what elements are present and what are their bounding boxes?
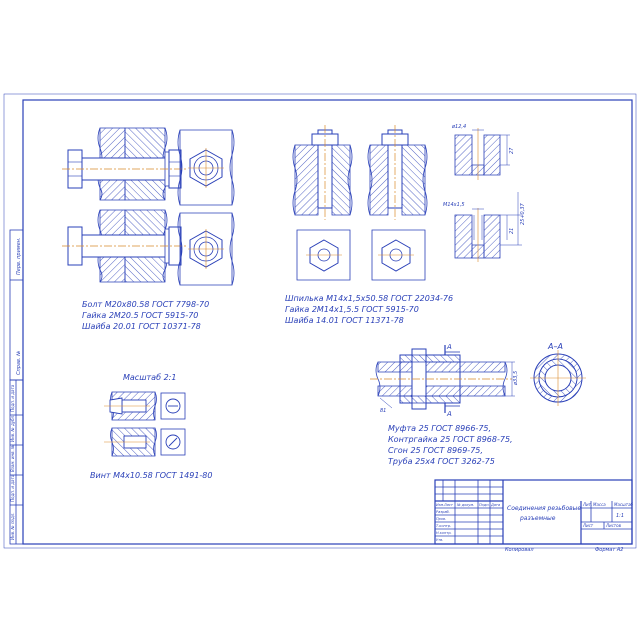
coupling-view: А А ø33,5 81 bbox=[370, 343, 519, 418]
section-mark-bottom: А bbox=[446, 410, 452, 418]
scale-value: 1:1 bbox=[616, 513, 624, 519]
coupling-caption-line-2: Контргайка 25 ГОСТ 8968-75, bbox=[388, 435, 513, 444]
stamp-first-use: Перв. примен. bbox=[16, 237, 22, 275]
coupling-caption: Муфта 25 ГОСТ 8966-75, Контргайка 25 ГОС… bbox=[388, 424, 513, 466]
stamp-inv-dup: Инв. № дубл. bbox=[10, 415, 15, 442]
coupling-caption-line-3: Сгон 25 ГОСТ 8969-75, bbox=[388, 446, 483, 455]
section-a-a: А–А bbox=[530, 342, 586, 406]
drawing-title: Соединения резьбовые bbox=[507, 505, 581, 512]
hole-detail-top: ø12,4 27 bbox=[451, 124, 515, 180]
row-tech-control: Т.контр. bbox=[436, 524, 451, 528]
dim-depth-1: 27 bbox=[509, 147, 515, 154]
stamp-inv-orig: Инв. № подл. bbox=[10, 512, 15, 540]
row-sign: Подп. bbox=[479, 503, 490, 507]
coupling-caption-line-4: Труба 25х4 ГОСТ 3262-75 bbox=[388, 457, 495, 466]
col-lit: Лит. bbox=[582, 502, 592, 507]
row-list: Лист bbox=[443, 503, 454, 507]
sheet-label: Лист bbox=[582, 523, 594, 528]
format-label: Формат А2 bbox=[595, 547, 623, 553]
dim-drill-dia: ø12,4 bbox=[451, 124, 466, 130]
dim-depth-3: 21 bbox=[509, 228, 515, 234]
drawing-subtitle: разъемные bbox=[519, 515, 556, 522]
stamp-sign-date-1: Подп. и дата bbox=[10, 384, 15, 412]
bolt-caption-line-1: Болт М20х80.58 ГОСТ 7798-70 bbox=[82, 300, 209, 309]
stamp-ref-no: Справ. № bbox=[16, 351, 22, 375]
col-scale: Масштаб bbox=[614, 502, 634, 507]
stud-top-views bbox=[296, 229, 426, 281]
side-stamp bbox=[9, 229, 24, 545]
bolt-front-view-top bbox=[62, 127, 188, 201]
coupling-caption-line-1: Муфта 25 ГОСТ 8966-75, bbox=[388, 424, 491, 433]
row-approved: Утв. bbox=[436, 538, 443, 542]
row-doc: № докум. bbox=[456, 503, 474, 507]
row-izm: Изм. bbox=[436, 503, 444, 507]
stud-section-right bbox=[367, 125, 428, 220]
bolt-caption: Болт М20х80.58 ГОСТ 7798-70 Гайка 2М20.5… bbox=[82, 300, 209, 331]
dim-pipe-dia: ø33,5 bbox=[513, 371, 519, 386]
stud-section-left bbox=[292, 125, 353, 220]
bolt-front-view-bottom bbox=[62, 209, 188, 283]
sheets-label: Листов bbox=[605, 523, 622, 528]
row-developed: Разраб. bbox=[436, 510, 450, 514]
screw-caption: Винт М4х10.58 ГОСТ 1491-80 bbox=[90, 471, 213, 480]
screw-caption-line: Винт М4х10.58 ГОСТ 1491-80 bbox=[90, 471, 213, 480]
row-date: Дата bbox=[490, 503, 500, 507]
stud-caption-line-1: Шпилька М14х1,5х50.58 ГОСТ 22034-76 bbox=[285, 294, 453, 303]
dim-pipe: 81 bbox=[380, 408, 386, 414]
scale-label: Масштаб 2:1 bbox=[123, 373, 176, 382]
section-title: А–А bbox=[547, 342, 563, 351]
title-block bbox=[434, 479, 633, 545]
screw-scale-label: Масштаб 2:1 bbox=[123, 373, 176, 382]
bolt-caption-line-3: Шайба 20.01 ГОСТ 10371-78 bbox=[82, 322, 201, 331]
screw-view-bottom bbox=[104, 427, 186, 457]
title-block-text: Соединения резьбовые разъемные Лит. Масс… bbox=[436, 502, 634, 553]
stud-caption-line-3: Шайба 14.01 ГОСТ 11371-78 bbox=[285, 316, 404, 325]
bolt-side-view-top bbox=[177, 129, 235, 206]
dim-depth-2: 25+0,37 bbox=[520, 202, 526, 225]
hole-detail-bottom: М14х1,5 25+0,37 21 bbox=[443, 192, 526, 262]
copied-label: Копировал bbox=[505, 547, 534, 553]
row-checked: Пров. bbox=[436, 517, 446, 521]
section-mark-top: А bbox=[446, 343, 452, 351]
screw-view-top bbox=[104, 391, 186, 421]
bolt-caption-line-2: Гайка 2М20.5 ГОСТ 5915-70 bbox=[82, 311, 198, 320]
col-mass: Масса bbox=[593, 502, 606, 507]
stud-caption-line-2: Гайка 2М14х1,5.5 ГОСТ 5915-70 bbox=[285, 305, 419, 314]
stamp-repl-inv: Взам. инв. № bbox=[10, 445, 15, 472]
stud-caption: Шпилька М14х1,5х50.58 ГОСТ 22034-76 Гайк… bbox=[285, 294, 453, 325]
bolt-side-view-bottom bbox=[177, 212, 235, 286]
row-norm-control: Н.контр. bbox=[436, 531, 452, 535]
dim-thread: М14х1,5 bbox=[443, 202, 465, 208]
side-stamp-labels: Перв. примен. Справ. № Подп. и дата Инв.… bbox=[10, 237, 22, 540]
stamp-sign-date-2: Подп. и дата bbox=[10, 474, 15, 502]
